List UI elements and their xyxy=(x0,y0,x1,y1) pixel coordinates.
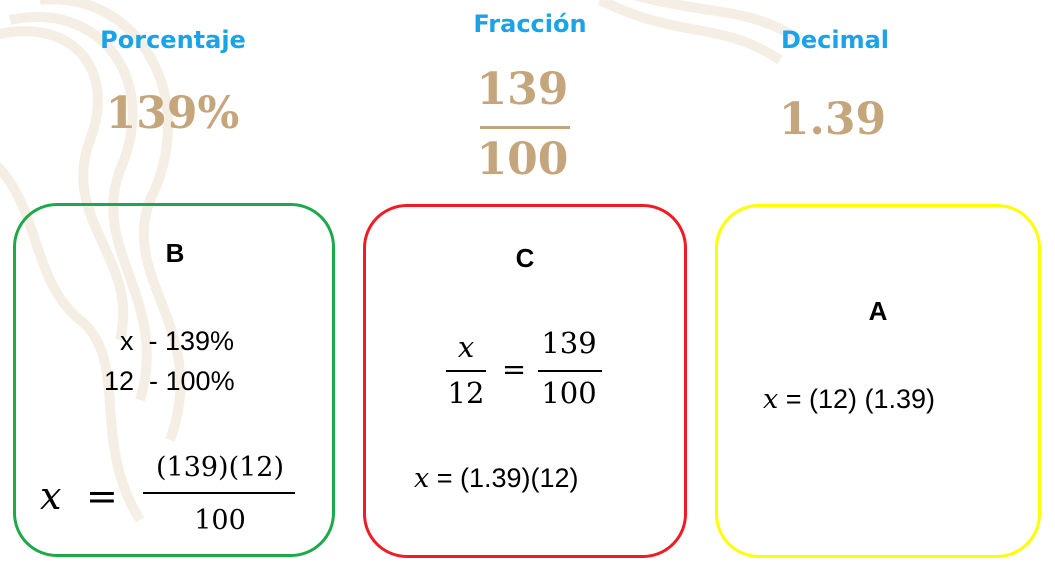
card-c-right-fraction-bar xyxy=(538,370,602,372)
card-c-formula: x = (1.39)(12) xyxy=(414,463,579,494)
method-c-card xyxy=(363,204,687,558)
card-b-letter: B xyxy=(165,238,185,268)
card-a-formula: x = (12) (1.39) xyxy=(763,384,935,415)
card-c-left-fraction-bar xyxy=(446,370,486,372)
card-c-right-numerator: 139 xyxy=(541,326,597,360)
card-b-rule-line-1: x - 139% xyxy=(120,326,235,356)
card-c-formula-rest: = (1.39)(12) xyxy=(429,463,579,493)
card-c-left-numerator: x xyxy=(457,330,475,364)
percentage-header: Porcentaje xyxy=(100,26,246,54)
method-a-card xyxy=(715,204,1041,558)
fraction-denominator: 100 xyxy=(476,134,569,185)
fraction-header: Fracción xyxy=(473,10,587,38)
card-a-formula-rest: = (12) (1.39) xyxy=(778,384,936,414)
card-b-rule-line-2: 12 - 100% xyxy=(104,366,235,396)
card-b-formula-variable: x xyxy=(40,474,62,518)
card-c-letter: C xyxy=(515,243,535,273)
card-c-equals: = xyxy=(501,352,527,386)
fraction-numerator: 139 xyxy=(476,64,569,115)
card-b-fraction-bar xyxy=(143,492,295,494)
card-b-formula-denominator: 100 xyxy=(194,505,246,536)
card-a-letter: A xyxy=(868,296,888,326)
card-c-right-denominator: 100 xyxy=(541,376,597,410)
decimal-value: 1.39 xyxy=(778,94,887,145)
method-b-card xyxy=(13,203,335,557)
card-b-formula-numerator: (139)(12) xyxy=(155,452,285,483)
percentage-value: 139% xyxy=(105,88,240,139)
card-b-formula-equals: = xyxy=(86,474,118,518)
decimal-header: Decimal xyxy=(780,26,890,54)
card-a-formula-variable: x xyxy=(763,384,779,415)
card-c-left-denominator: 12 xyxy=(447,376,485,410)
fraction-bar xyxy=(480,126,570,129)
card-c-formula-variable: x xyxy=(414,463,430,494)
